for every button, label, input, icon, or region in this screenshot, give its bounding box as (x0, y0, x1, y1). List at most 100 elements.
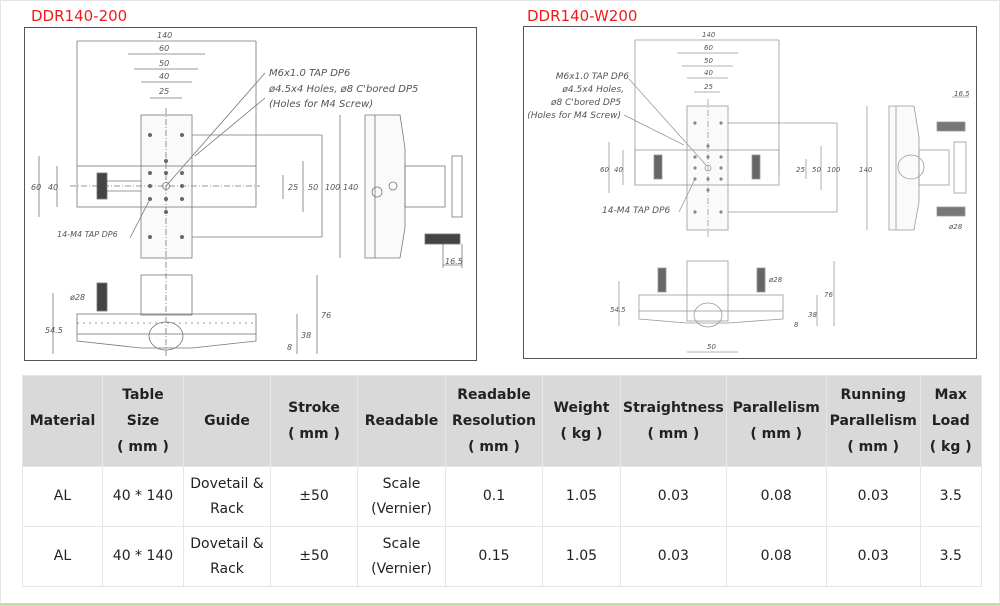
dim-label: 16.5 (445, 257, 463, 266)
table-cell: AL (22, 466, 103, 527)
dim-label: 140 (702, 31, 716, 39)
dim-label: 50 (159, 59, 169, 68)
table-cell: ±50 (270, 466, 358, 527)
column-header-line: ( mm ) (117, 439, 169, 455)
column-header-line: ( mm ) (468, 439, 520, 455)
table-cell: 0.03 (620, 526, 727, 587)
dim-label: 38 (808, 311, 817, 319)
dim-label: 140 (343, 183, 358, 192)
cell-line: (Vernier) (371, 500, 432, 517)
cell-line: 0.08 (760, 548, 792, 564)
drawing-title-ddr140-w200: DDR140-W200 (527, 7, 638, 25)
note-label: (Holes for M4 Screw) (269, 99, 373, 110)
note-label: M6x1.0 TAP DP6 (556, 72, 629, 82)
table-cell: 0.1 (445, 466, 543, 527)
column-header-line: Load (931, 413, 970, 429)
cell-line: Scale (382, 535, 421, 552)
cell-line: Scale (382, 475, 421, 492)
table-cell: Scale (Vernier) (357, 466, 446, 527)
table-cell: 0.08 (725, 526, 827, 587)
drawing-ddr140-200: 140 60 50 40 25 60 40 25 50 100 M6x1.0 T… (24, 27, 477, 361)
column-header-line: Guide (204, 413, 250, 429)
dim-label: 50 (704, 57, 713, 65)
column-header-line: Resolution (451, 413, 537, 429)
dim-label: 140 (157, 31, 172, 40)
column-header-line: Table (122, 387, 164, 403)
dim-label: 76 (824, 291, 833, 299)
cell-line: Rack (210, 560, 244, 577)
column-header-line: Parallelism (732, 400, 820, 416)
dim-label: 60 (600, 166, 609, 174)
note-label: ø8 C'bored DP5 (550, 98, 621, 108)
dim-label: 100 (827, 166, 841, 174)
dim-label: 8 (794, 321, 799, 329)
dim-label: 25 (288, 183, 298, 192)
cell-line: ±50 (299, 548, 329, 564)
note-label: 14-M4 TAP DP6 (57, 230, 118, 239)
column-header-line: Readable (457, 387, 531, 403)
column-header-line: Straightness (623, 400, 724, 416)
note-label: 14-M4 TAP DP6 (602, 206, 671, 216)
column-header-line: Max (934, 387, 967, 403)
column-header-line: ( kg ) (560, 426, 603, 442)
cell-line: 0.03 (857, 488, 889, 504)
cell-line: (Vernier) (371, 560, 432, 577)
table-cell: 0.08 (725, 466, 827, 527)
column-header: Stroke ( mm ) (270, 375, 358, 467)
cell-line: 1.05 (565, 488, 598, 504)
cell-line: AL (53, 548, 72, 564)
column-header: Straightness ( mm ) (620, 375, 727, 467)
dim-label: ø28 (768, 276, 783, 284)
cell-line: Rack (210, 500, 244, 517)
dim-label: 40 (159, 72, 169, 81)
cell-line: 0.03 (657, 548, 689, 564)
dim-label: 50 (308, 183, 318, 192)
dim-label: 76 (321, 311, 331, 320)
cell-line: 0.1 (482, 488, 506, 504)
cell-line: 0.03 (857, 548, 889, 564)
cell-line: 3.5 (939, 488, 962, 504)
dim-label: 54.5 (45, 326, 63, 335)
cell-line: 3.5 (939, 548, 962, 564)
cell-line: AL (53, 488, 72, 504)
dim-label: 60 (704, 44, 713, 52)
column-header-line: Size (126, 413, 160, 429)
column-header-line: Stroke (288, 400, 340, 416)
cell-line: 0.08 (760, 488, 792, 504)
table-cell: 40 * 140 (102, 526, 184, 587)
dim-label: 8 (287, 343, 292, 352)
note-label: ø4.5x4 Holes, (561, 85, 624, 95)
dim-label: ø28 (948, 223, 963, 231)
table-cell: 0.15 (445, 526, 543, 587)
table-cell: 0.03 (825, 466, 921, 527)
column-header-line: Parallelism (829, 413, 917, 429)
dim-label: 60 (159, 44, 169, 53)
table-cell: Dovetail & Rack (183, 466, 271, 527)
column-header-line: Material (29, 413, 96, 429)
dim-label: 25 (704, 83, 713, 91)
column-header-line: ( mm ) (647, 426, 700, 442)
column-header: Guide (183, 375, 271, 467)
dim-label: 25 (796, 166, 805, 174)
dim-label: ø28 (69, 293, 85, 302)
dim-label: 50 (812, 166, 821, 174)
table-cell: Scale (Vernier) (357, 526, 446, 587)
column-header: Parallelism ( mm ) (725, 375, 827, 467)
dim-label: 54.5 (610, 306, 626, 314)
table-cell: 1.05 (542, 526, 621, 587)
column-header-line: ( mm ) (750, 426, 803, 442)
dim-label: 40 (704, 69, 713, 77)
table-cell: ±50 (270, 526, 358, 587)
dim-label: 100 (325, 183, 340, 192)
dim-label: 25 (159, 87, 169, 96)
note-label: M6x1.0 TAP DP6 (269, 68, 350, 79)
column-header-line: ( mm ) (288, 426, 340, 442)
cell-line: Dovetail & (190, 475, 264, 492)
cell-line: Dovetail & (190, 535, 264, 552)
table-cell: Dovetail & Rack (183, 526, 271, 587)
cell-line: 0.03 (657, 488, 689, 504)
column-header-line: Weight (553, 400, 610, 416)
